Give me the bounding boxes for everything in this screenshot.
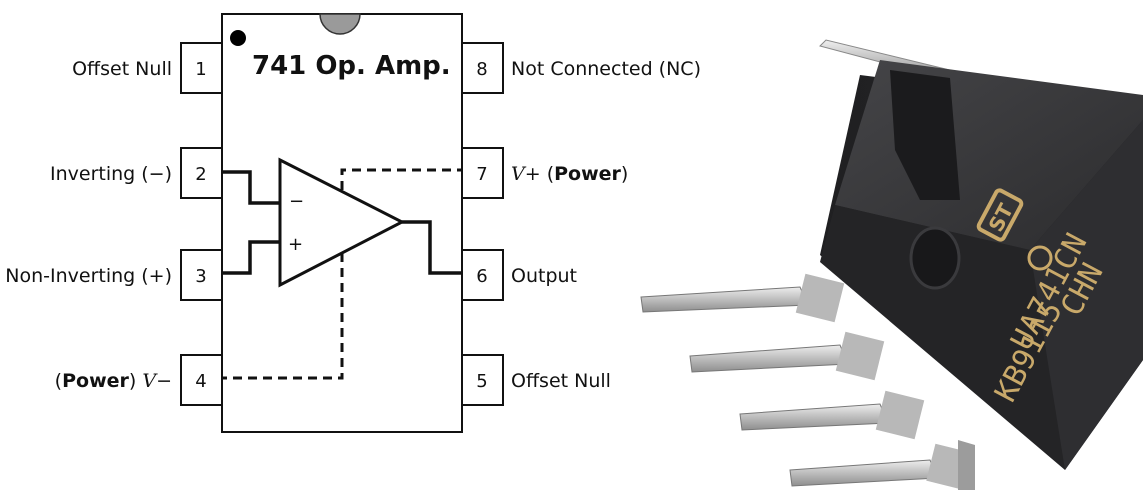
pin-6-label-part: Output [511,265,577,287]
pin-8-label-part: Not Connected (NC) [511,58,701,80]
pin-number-6: 6 [476,266,487,287]
wire-inverting-input [222,170,280,205]
ic-photo: ST CHN UA741CN KB9115 [640,39,1143,490]
pin-label-1: Offset Null [72,58,172,80]
orientation-notch [319,13,361,35]
pin-number-1: 1 [195,59,206,80]
pin-box-4 [180,354,223,406]
pin-number-8: 8 [476,59,487,80]
pin-label-5: Offset Null [511,370,611,392]
pin-7-label-part: ) [621,163,628,185]
wire-v-minus [222,253,344,380]
ic-leads-left [640,273,975,490]
ic-logo-mark [1027,245,1053,271]
pin-label-2: Inverting (−) [50,163,172,185]
pin-1-label-part: Offset Null [72,58,172,80]
pin-4-label-part: V− [142,370,172,392]
ic-notch [890,70,960,200]
pinout-diagram: 741 Op. Amp. 1 2 3 4 5 6 7 8 Offset Null… [5,13,701,433]
pin-box-3 [180,249,223,301]
ic-leads-front [958,440,975,490]
pin-box-5 [461,354,504,406]
pin-box-8 [461,42,504,94]
pin-number-2: 2 [195,164,206,185]
inverting-input-symbol: − [289,191,304,212]
non-inverting-input-symbol: + [288,234,303,255]
ic-body-face [1030,120,1143,470]
pin-4-label-part: ( [55,370,62,392]
pin-5-label-part: Offset Null [511,370,611,392]
pin-label-3: Non-Inverting (+) [5,265,172,287]
pin-number-7: 7 [476,164,487,185]
ic-pin1-dimple [909,226,961,290]
pin-label-7: V+ (Power) [511,163,628,185]
pin-3-label-part: Non-Inverting (+) [5,265,172,287]
wire-non-inverting-input [222,240,280,275]
chip-title: 741 Op. Amp. [252,51,451,81]
wire-v-plus [340,168,462,190]
pin-number-4: 4 [195,371,206,392]
pin-box-6 [461,249,504,301]
pin-4-label-part: Power [62,370,129,392]
pin1-marker-dot [230,30,246,46]
pin-box-7 [461,147,504,199]
pin-number-3: 3 [195,266,206,287]
pin-7-label-part: Power [554,163,621,185]
pin-label-6: Output [511,265,577,287]
pin-label-4: (Power) V− [55,370,172,392]
pin-7-label-part: ( [541,163,554,185]
pin-7-label-part: V+ [511,163,541,185]
pin-number-5: 5 [476,371,487,392]
pin-label-8: Not Connected (NC) [511,58,701,80]
pin-4-label-part: ) [129,370,142,392]
pin-box-1 [180,42,223,94]
wire-output [402,220,462,275]
pin-2-label-part: Inverting (−) [50,163,172,185]
